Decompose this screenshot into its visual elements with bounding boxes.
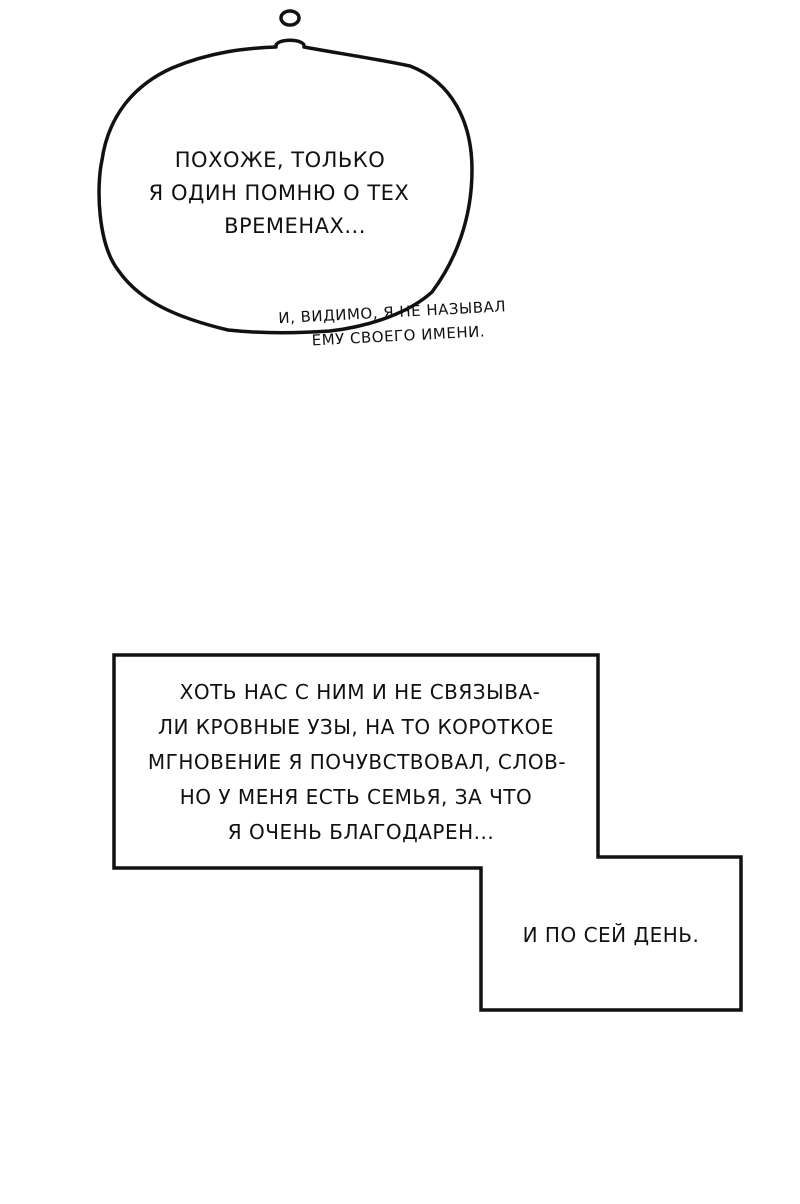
narration-line-5: Я ОЧЕНЬ БЛАГОДАРЕН... bbox=[227, 820, 495, 844]
narration-line-2: ЛИ КРОВНЫЕ УЗЫ, НА ТО КОРОТКОЕ bbox=[157, 715, 555, 739]
thought-dot-small bbox=[279, 9, 301, 27]
narration-tail-text: И ПО СЕЙ ДЕНЬ. bbox=[522, 923, 700, 947]
thought-line-1: ПОХОЖЕ, ТОЛЬКО bbox=[174, 148, 386, 172]
narration-line-1: ХОТЬ НАС С НИМ И НЕ СВЯЗЫВА- bbox=[179, 680, 541, 704]
narration-line-3: МГНОВЕНИЕ Я ПОЧУВСТВОВАЛ, СЛОВ- bbox=[147, 750, 567, 774]
thought-line-2: Я ОДИН ПОМНЮ О ТЕХ bbox=[148, 181, 410, 205]
thought-line-3: ВРЕМЕНАХ... bbox=[224, 214, 366, 238]
narration-box-outline bbox=[112, 653, 743, 1012]
thought-bubble bbox=[97, 38, 474, 335]
narration-line-4: НО У МЕНЯ ЕСТЬ СЕМЬЯ, ЗА ЧТО bbox=[179, 785, 533, 809]
